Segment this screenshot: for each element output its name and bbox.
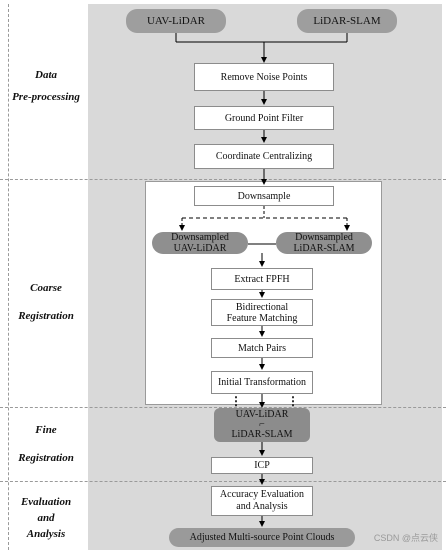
feature-matching-label: Bidirectional Feature Matching: [227, 302, 298, 324]
sidebar-dashed-line: [8, 4, 9, 550]
stage-label-preprocessing: Data Pre-processing: [6, 66, 86, 106]
fine-registration-pair: UAV-LiDAR ⌐ LiDAR-SLAM: [214, 408, 310, 442]
downsample-label: Downsample: [237, 190, 291, 202]
initial-transformation-label: Initial Transformation: [217, 377, 307, 388]
stage-label-coarse: Coarse Registration: [6, 279, 86, 325]
downsampled-slam-label: Downsampled LiDAR-SLAM: [293, 232, 354, 254]
downsampled-uav-line: UAV-LiDAR: [173, 243, 227, 254]
stage-label-line: Fine: [35, 424, 57, 436]
accuracy-evaluation-line: Accuracy Evaluation: [219, 489, 305, 500]
extract-fpfh-label: Extract FPFH: [234, 273, 290, 285]
stage-label-line: Registration: [18, 310, 74, 322]
fine-pair-line: ⌐: [259, 419, 265, 430]
icp-box: ICP: [211, 457, 313, 474]
stage-label-line: Coarse: [30, 282, 62, 294]
stage-label-line: Evaluation: [20, 496, 72, 508]
stage-label-fine: Fine Registration: [6, 421, 86, 467]
section-divider: [0, 407, 446, 408]
stage-label-line: Data: [35, 69, 57, 81]
centralize-label: Coordinate Centralizing: [215, 151, 313, 162]
downsampled-slam-line: Downsampled: [295, 232, 353, 243]
section-divider: [0, 481, 446, 482]
accuracy-evaluation-label: Accuracy Evaluation and Analysis: [220, 489, 304, 513]
match-pairs-label: Match Pairs: [237, 342, 287, 354]
fine-pair-line: LiDAR-SLAM: [231, 429, 293, 440]
feature-matching-line: Bidirectional: [235, 301, 289, 313]
remove-noise-label: Remove Noise Points: [220, 71, 308, 83]
stage-label-line: Analysis: [26, 528, 66, 540]
section-divider: [0, 179, 446, 180]
stage-label-line: Registration: [18, 452, 74, 464]
stage-label-evaluation: Evaluation and Analysis: [6, 494, 86, 542]
downsampled-slam-line: LiDAR-SLAM: [293, 243, 355, 254]
fine-pair-line: UAV-LiDAR: [235, 409, 289, 420]
input-lidar-slam: LiDAR-SLAM: [297, 9, 397, 33]
ground-filter-label: Ground Point Filter: [224, 112, 304, 124]
match-pairs-box: Match Pairs: [211, 338, 313, 358]
continuation-dots-left: ⋮: [230, 394, 242, 408]
downsample-box: Downsample: [194, 186, 334, 206]
adjusted-point-clouds-label: Adjusted Multi-source Point Clouds: [189, 532, 335, 543]
input-uav-lidar-label: UAV-LiDAR: [146, 14, 206, 27]
input-uav-lidar: UAV-LiDAR: [126, 9, 226, 33]
stage-label-line: and: [37, 512, 55, 524]
downsampled-uav-label: Downsampled UAV-LiDAR: [171, 232, 229, 254]
downsampled-uav-pill: Downsampled UAV-LiDAR: [152, 232, 248, 254]
downsampled-slam-pill: Downsampled LiDAR-SLAM: [276, 232, 372, 254]
accuracy-evaluation-box: Accuracy Evaluation and Analysis: [211, 486, 313, 516]
input-lidar-slam-label: LiDAR-SLAM: [313, 14, 381, 27]
feature-matching-box: Bidirectional Feature Matching: [211, 299, 313, 326]
initial-transformation-box: Initial Transformation: [211, 371, 313, 394]
stage-label-line: Pre-processing: [12, 91, 80, 103]
icp-label: ICP: [254, 460, 270, 471]
remove-noise-box: Remove Noise Points: [194, 63, 334, 91]
fine-pair-label: UAV-LiDAR ⌐ LiDAR-SLAM: [231, 410, 292, 440]
centralize-box: Coordinate Centralizing: [194, 144, 334, 169]
feature-matching-line: Feature Matching: [226, 312, 298, 324]
adjusted-point-clouds-pill: Adjusted Multi-source Point Clouds: [169, 528, 355, 547]
continuation-dots-right: ⋮: [287, 394, 299, 408]
watermark: CSDN @点云侠: [373, 533, 438, 543]
accuracy-evaluation-line: and Analysis: [236, 501, 288, 512]
ground-filter-box: Ground Point Filter: [194, 106, 334, 130]
extract-fpfh-box: Extract FPFH: [211, 268, 313, 290]
downsampled-uav-line: Downsampled: [171, 232, 229, 243]
